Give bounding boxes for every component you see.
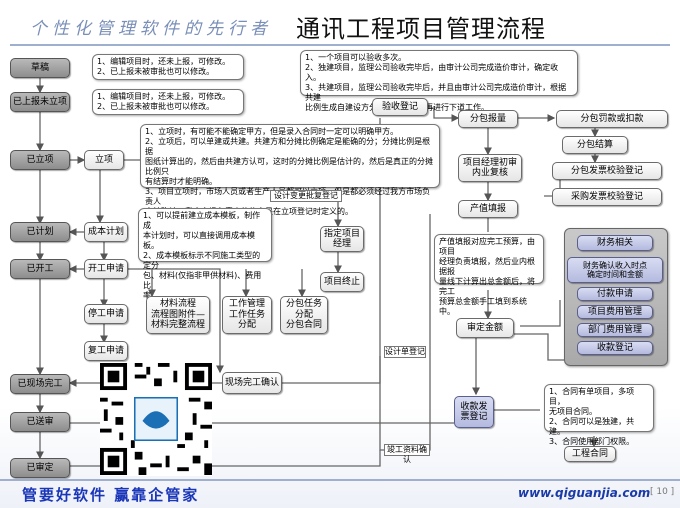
slogan: 个性化管理软件的先行者 [30,19,272,39]
box-lixiang: 立项 [84,150,124,170]
box-completion-confirm: 竣工资料确认 [384,444,430,464]
footer-url: www.qiguanjia.com [518,486,651,500]
box-invoice-register: 收款发票登记 [454,396,494,428]
output-note: 产值填报对应完工预算，由项目 经理负责填报，然后业内根据报 量线下计算出总金额后… [434,234,544,316]
box-subcontract-assign: 分包任务分配 分包合同 [280,296,328,334]
footer-divider [0,479,680,481]
status-sent-for-audit: 已送审 [10,412,70,432]
box-subcontract-invoice: 分包发票校验登记 [552,162,662,180]
box-subcontract-report: 分包报量 [458,110,518,128]
box-fugong-apply: 复工申请 [84,341,128,361]
footer-slogan: 管要好软件 赢靠企管家 [22,486,200,504]
box-engineering-contract: 工程合同 [564,446,616,462]
box-chengben-plan: 成本计划 [84,222,128,242]
status-planned: 已计划 [10,222,70,242]
box-work-management: 工作管理 工作任务分配 [222,296,272,334]
finance-item-dept-cost: 部门费用管理 [577,323,653,337]
box-purchase-invoice: 采购发票校验登记 [552,188,662,206]
status-draft: 草稿 [10,58,70,78]
box-acceptance-register: 验收登记 [372,98,428,116]
status-established: 已立项 [10,150,70,170]
page-number: [ 10 ] [650,487,675,497]
chengben-note: 1、可以提前建立成本模板，制作成 本计划时，可以直接调用成本模板。 2、成本模板… [138,208,272,300]
box-project-terminate: 项目终止 [320,272,364,292]
finance-item-income-time: 财务确认收入时点 确定时间和金额 [567,257,663,283]
lixiang-note: 1、立项时，有可能不能确定甲方，但是录入合同时一定可以明确甲方。 2、立项后，可… [140,124,440,216]
finance-item-payment: 付款申请 [577,287,653,301]
box-tinggong-apply: 停工申请 [84,304,128,324]
top-note: 1、一个项目可以验收多次。 2、独建项目，监理公司验收完毕后，由审计公司完成造价… [300,50,578,112]
status-audited: 已审定 [10,458,70,478]
box-pm-review: 项目经理初审 内业复核 [458,154,522,182]
qr-code-image [100,362,212,476]
box-kaigong-apply: 开工申请 [84,259,128,279]
header-divider [10,44,670,46]
finance-item-receipt: 收款登记 [577,341,653,355]
box-output-report: 产值填报 [458,200,518,218]
status-site-completed: 已现场完工 [10,374,70,394]
contract-note: 1、合同有单项目，多项目， 无项目合同。 2、合同可以是独建，共建。 3、合同使… [544,384,654,446]
reported-note: 1、编辑项目时，还未上报，可修改。 2、已上报未被审批也可以修改。 [92,89,244,115]
finance-panel: 财务相关 财务确认收入时点 确定时间和金额 付款申请 项目费用管理 部门费用管理… [564,228,668,366]
box-subcontract-settle: 分包结算 [562,136,628,154]
box-audit-amount: 审定金额 [456,318,514,338]
box-assign-pm: 指定项目经理 [320,226,364,252]
finance-title: 财务相关 [577,235,653,251]
box-subcontract-fine: 分包罚款或扣款 [556,110,668,128]
status-started: 已开工 [10,259,70,279]
box-design-register: 设计单登记 [384,346,426,358]
header: 个性化管理软件的先行者 通讯工程项目管理流程 [0,0,680,46]
box-material-flow: 材料流程 流程图附件— 材料完整流程 [146,296,210,334]
status-reported-unestablished: 已上报未立项 [10,92,70,112]
box-site-completion: 现场完工确认 [222,372,282,394]
finance-item-project-cost: 项目费用管理 [577,305,653,319]
draft-note: 1、编辑项目时，还未上报，可修改。 2、已上报未被审批也可以修改。 [92,54,244,80]
box-design-change-reply: 设计变更批复登记 [270,190,342,202]
page-title: 通讯工程项目管理流程 [296,15,546,43]
